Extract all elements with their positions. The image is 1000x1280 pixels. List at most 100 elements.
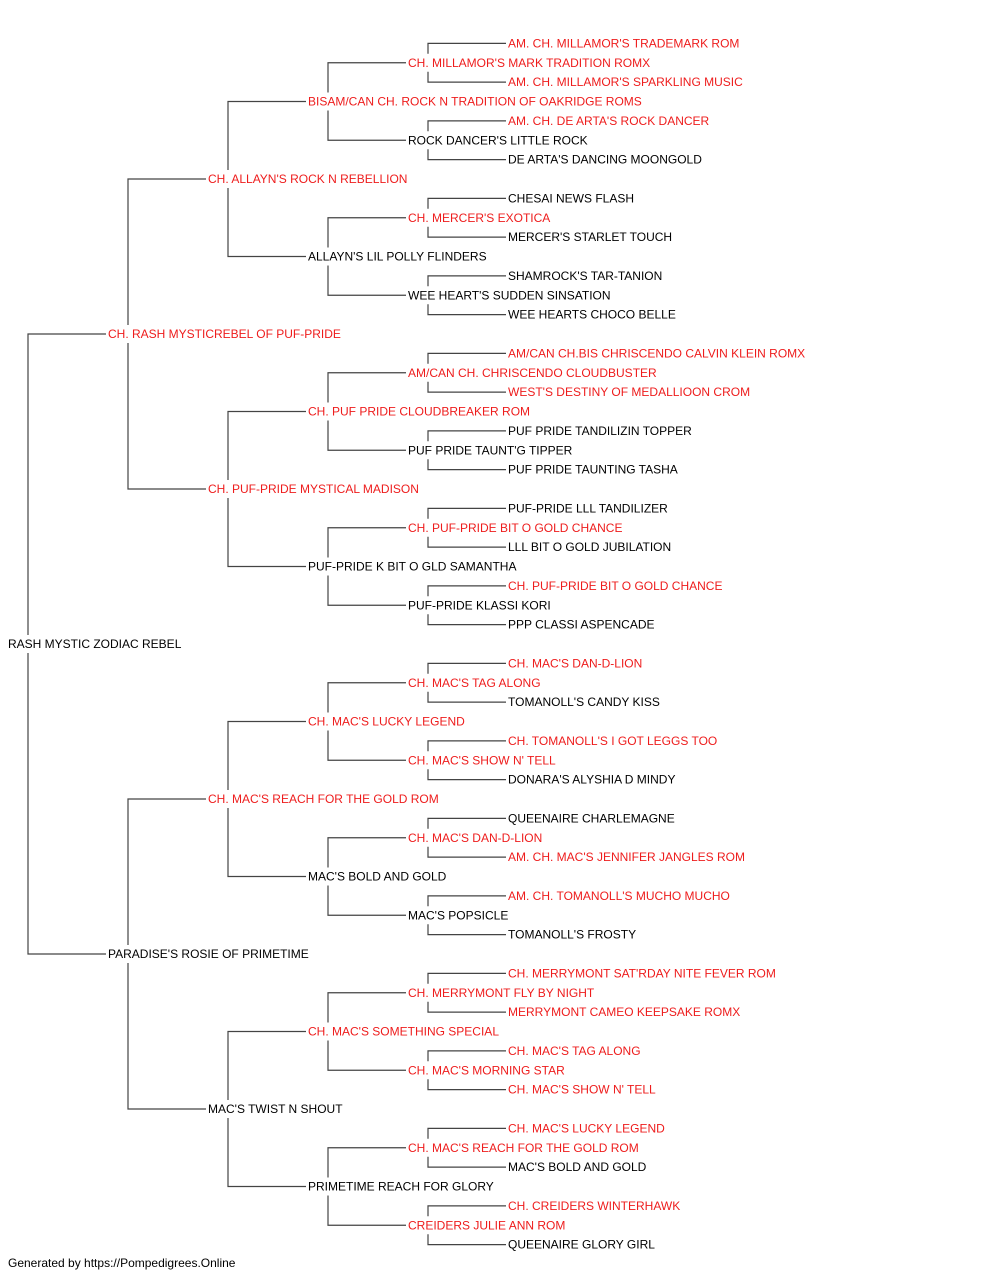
dam-connector	[27, 653, 106, 955]
dam-connector	[427, 459, 506, 471]
sire-connector	[427, 1127, 506, 1139]
sire-name: CH. ALLAYN'S ROCK N REBELLION	[208, 172, 407, 186]
dam-name: MAC'S TWIST N SHOUT	[208, 1102, 343, 1116]
sire-name: QUEENAIRE CHARLEMAGNE	[508, 811, 675, 825]
dam-connector	[427, 1234, 506, 1246]
dam-connector	[127, 343, 206, 490]
dam-name: WEE HEARTS CHOCO BELLE	[508, 308, 676, 322]
dam-name: DE ARTA'S DANCING MOONGOLD	[508, 153, 702, 167]
sire-name: CH. CREIDERS WINTERHAWK	[508, 1199, 680, 1213]
dam-name: PUF-PRIDE KLASSI KORI	[408, 598, 551, 612]
dam-name: QUEENAIRE GLORY GIRL	[508, 1238, 655, 1252]
sire-connector	[327, 527, 406, 558]
sire-name: CHESAI NEWS FLASH	[508, 191, 634, 205]
sire-name: PUF PRIDE TANDILIZIN TOPPER	[508, 424, 692, 438]
dam-name: WEE HEART'S SUDDEN SINSATION	[408, 288, 611, 302]
sire-connector	[327, 372, 406, 403]
dam-name: PPP CLASSI ASPENCADE	[508, 618, 655, 632]
sire-name: CH. PUF PRIDE CLOUDBREAKER ROM	[308, 405, 530, 419]
dam-connector	[227, 808, 306, 878]
dam-connector	[327, 730, 406, 761]
dam-connector	[427, 924, 506, 936]
sire-connector	[427, 197, 506, 209]
dam-connector	[327, 1040, 406, 1071]
dam-connector	[427, 536, 506, 548]
sire-connector	[127, 798, 206, 945]
footer-credit: Generated by https://Pompedigrees.Online	[8, 1256, 236, 1270]
sire-name: AM. CH. DE ARTA'S ROCK DANCER	[508, 114, 710, 128]
dam-connector	[427, 691, 506, 703]
dam-name: WEST'S DESTINY OF MEDALLIOON CROM	[508, 385, 750, 399]
dam-name: TOMANOLL'S FROSTY	[508, 928, 636, 942]
sire-name: CH. PUF-PRIDE BIT O GOLD CHANCE	[408, 521, 622, 535]
sire-name: CH. RASH MYSTICREBEL OF PUF-PRIDE	[108, 327, 341, 341]
dam-connector	[327, 110, 406, 141]
dam-connector	[227, 188, 306, 258]
sire-name: CH. MAC'S DAN-D-LION	[408, 831, 542, 845]
sire-connector	[427, 430, 506, 442]
dam-name: DONARA'S ALYSHIA D MINDY	[508, 773, 675, 787]
sire-name: AM. CH. TOMANOLL'S MUCHO MUCHO	[508, 889, 730, 903]
dam-name: PUF-PRIDE K BIT O GLD SAMANTHA	[308, 560, 516, 574]
dam-connector	[427, 614, 506, 626]
sire-name: CH. MAC'S SOMETHING SPECIAL	[308, 1025, 499, 1039]
dam-connector	[427, 71, 506, 83]
sire-name: CH. PUF-PRIDE BIT O GOLD CHANCE	[508, 579, 722, 593]
dam-connector	[427, 1001, 506, 1013]
sire-connector	[427, 352, 506, 364]
sire-name: CH. MERCER'S EXOTICA	[408, 211, 550, 225]
sire-connector	[227, 100, 306, 170]
sire-connector	[427, 585, 506, 597]
sire-connector	[427, 895, 506, 907]
sire-connector	[227, 1030, 306, 1100]
dam-connector	[327, 1195, 406, 1226]
dam-connector	[327, 575, 406, 606]
sire-connector	[227, 720, 306, 790]
sire-connector	[127, 178, 206, 325]
dam-name: CREIDERS JULIE ANN ROM	[408, 1218, 565, 1232]
dam-connector	[427, 846, 506, 858]
sire-name: CH. MAC'S TAG ALONG	[408, 676, 541, 690]
dam-connector	[327, 420, 406, 451]
dam-connector	[427, 226, 506, 238]
dam-connector	[427, 381, 506, 393]
sire-name: CH. TOMANOLL'S I GOT LEGGS TOO	[508, 734, 717, 748]
sire-connector	[427, 662, 506, 674]
dam-connector	[127, 963, 206, 1110]
dam-connector	[427, 1156, 506, 1168]
sire-name: CH. MAC'S LUCKY LEGEND	[308, 715, 465, 729]
sire-connector	[227, 410, 306, 480]
dam-name: ROCK DANCER'S LITTLE ROCK	[408, 133, 588, 147]
dam-name: PRIMETIME REACH FOR GLORY	[308, 1180, 494, 1194]
sire-connector	[327, 1147, 406, 1178]
dam-name: CH. PUF-PRIDE MYSTICAL MADISON	[208, 482, 419, 496]
sire-connector	[427, 507, 506, 519]
dam-connector	[427, 149, 506, 161]
dam-name: PUF PRIDE TAUNT'G TIPPER	[408, 443, 573, 457]
sire-connector	[427, 1050, 506, 1062]
dam-connector	[227, 1118, 306, 1188]
dam-name: TOMANOLL'S CANDY KISS	[508, 695, 660, 709]
dam-name: CH. MAC'S SHOW N' TELL	[408, 753, 556, 767]
sire-connector	[427, 42, 506, 54]
sire-connector	[427, 740, 506, 752]
sire-connector	[427, 275, 506, 287]
sire-connector	[327, 837, 406, 868]
sire-connector	[427, 972, 506, 984]
sire-name: BISAM/CAN CH. ROCK N TRADITION OF OAKRID…	[308, 95, 642, 109]
sire-name: CH. MAC'S REACH FOR THE GOLD ROM	[208, 792, 439, 806]
sire-name: CH. MERRYMONT FLY BY NIGHT	[408, 986, 595, 1000]
sire-name: AM. CH. MILLAMOR'S TRADEMARK ROM	[508, 36, 739, 50]
dam-name: MERRYMONT CAMEO KEEPSAKE ROMX	[508, 1005, 740, 1019]
sire-connector	[327, 992, 406, 1023]
sire-name: PUF-PRIDE LLL TANDILIZER	[508, 501, 668, 515]
subject-name: RASH MYSTIC ZODIAC REBEL	[8, 637, 182, 651]
sire-connector	[427, 1205, 506, 1217]
sire-name: CH. MAC'S TAG ALONG	[508, 1044, 641, 1058]
dam-name: CH. MAC'S SHOW N' TELL	[508, 1083, 656, 1097]
sire-connector	[427, 120, 506, 132]
sire-name: SHAMROCK'S TAR-TANION	[508, 269, 662, 283]
sire-name: CH. MAC'S DAN-D-LION	[508, 656, 642, 670]
sire-connector	[427, 817, 506, 829]
sire-connector	[327, 217, 406, 248]
